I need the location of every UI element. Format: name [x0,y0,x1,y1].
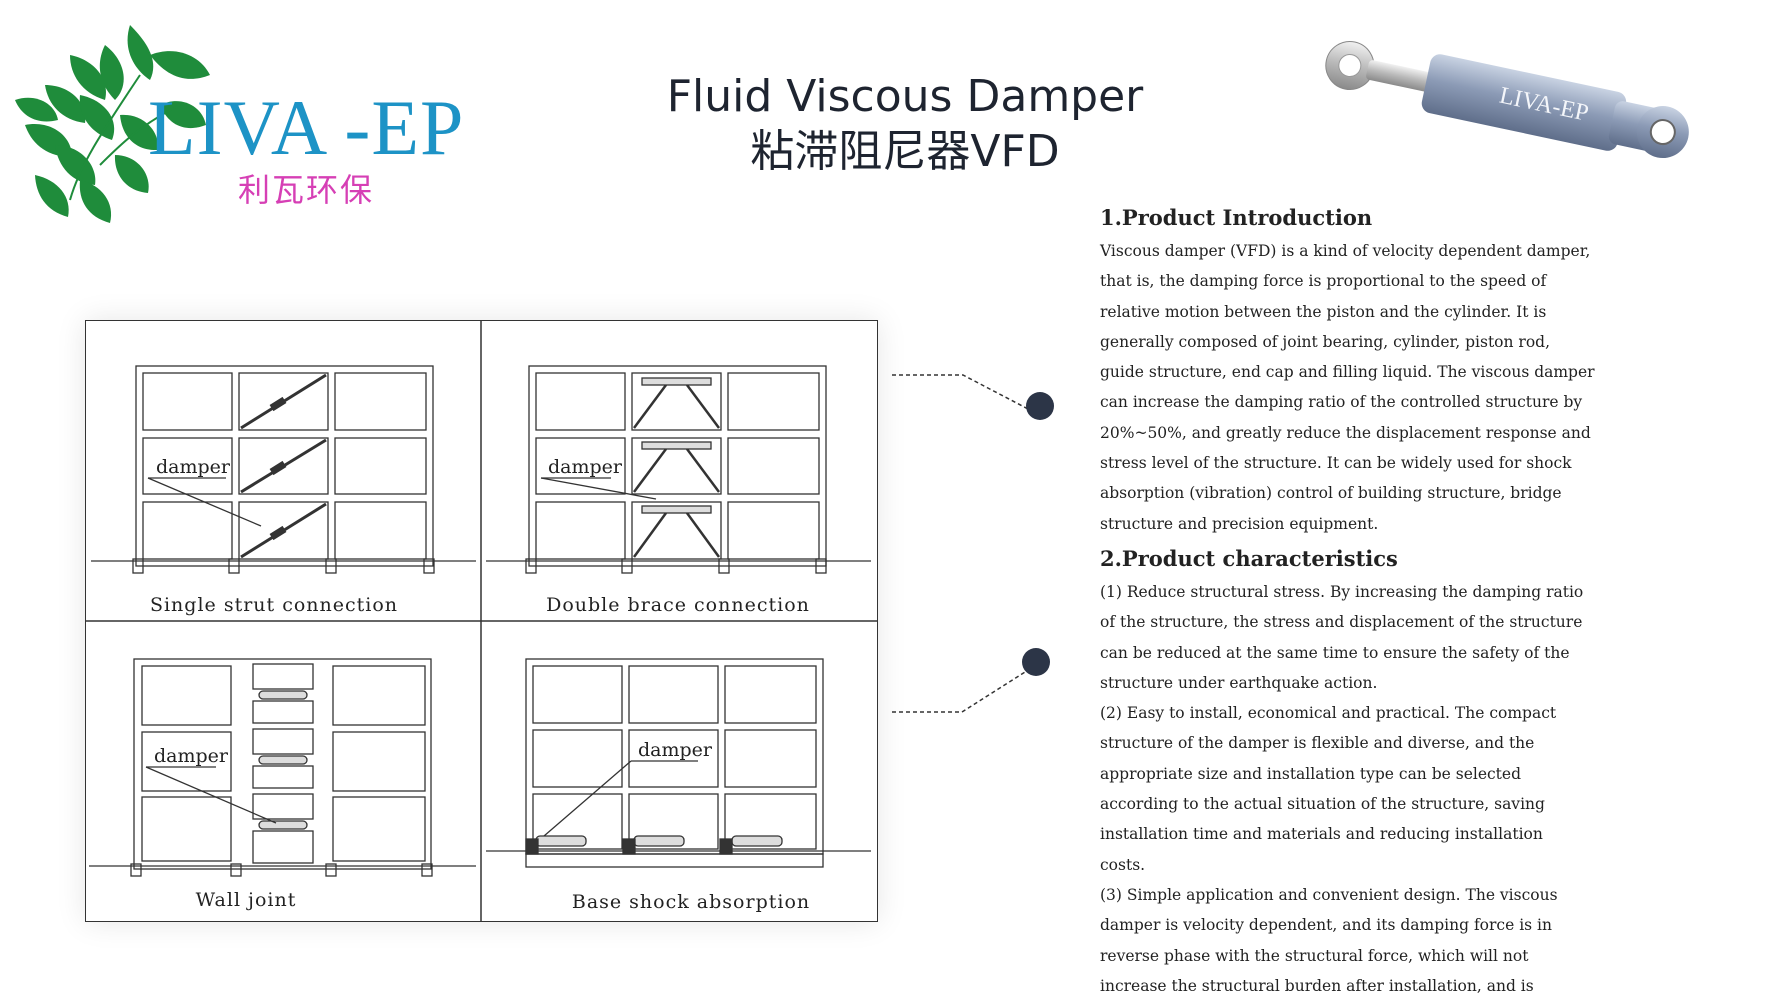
leaf-cluster-icon [15,25,210,223]
text-line: stress level of the structure. It can be… [1100,454,1572,473]
page-title: Fluid Viscous Damper 粘滞阻尼器VFD [560,70,1250,180]
title-english: Fluid Viscous Damper [666,71,1144,122]
text-line: that is, the damping force is proportion… [1100,272,1547,291]
damper-label: damper [154,745,229,767]
characteristics-paragraph: (1) Reduce structural stress. By increas… [1100,577,1660,1001]
text-line: structure under earthquake action. [1100,673,1378,692]
company-logo: LIVA -EP 利瓦环保 [10,15,480,230]
panel-wall-joint [89,658,476,877]
connector-line [892,671,1026,713]
viscous-damper-icon: LIVA-EP [1325,41,1689,159]
caption-base-shock: Base shock absorption [572,891,810,913]
characteristics-heading: 2.Product characteristics [1100,545,1398,571]
text-line: appropriate size and installation type c… [1100,764,1522,783]
logo-chinese-name: 利瓦环保 [238,171,375,209]
text-line: (2) Easy to install, economical and prac… [1100,704,1557,723]
text-line: installation time and materials and redu… [1100,825,1543,844]
intro-paragraph: Viscous damper (VFD) is a kind of veloci… [1100,236,1660,539]
text-line: absorption (vibration) control of buildi… [1100,484,1562,503]
text-line: (1) Reduce structural stress. By increas… [1100,582,1584,601]
text-line: 20%~50%, and greatly reduce the displace… [1100,423,1591,442]
description-column: 1.Product Introduction Viscous damper (V… [1100,200,1660,1001]
bullet-dot [1022,648,1050,676]
text-line: costs. [1100,855,1146,874]
logo-wordmark: LIVA -EP [148,84,465,171]
text-line: damper is velocity dependent, and its da… [1100,916,1552,935]
panel-base-shock [486,658,871,868]
caption-single-strut: Single strut connection [150,594,398,616]
text-line: guide structure, end cap and filling liq… [1100,363,1595,382]
panel-single-strut [91,365,476,574]
installation-diagram-svg: damper Single strut connection damper Do… [86,321,877,921]
bullet-dot [1026,392,1054,420]
callout-connectors [890,360,1070,740]
text-line: (3) Simple application and convenient de… [1100,885,1558,904]
damper-label: damper [156,456,231,478]
text-line: reverse phase with the structural force,… [1100,946,1529,965]
text-line: of the structure, the stress and displac… [1100,613,1583,632]
text-line: can be reduced at the same time to ensur… [1100,643,1570,662]
text-line: generally composed of joint bearing, cyl… [1100,332,1551,351]
text-line: structure of the damper is flexible and … [1100,734,1535,753]
text-line: structure and precision equipment. [1100,514,1379,533]
connector-line [892,374,1031,411]
installation-diagrams: damper Single strut connection damper Do… [85,320,878,922]
damper-product-image: LIVA-EP [1310,40,1710,200]
intro-heading: 1.Product Introduction [1100,205,1373,230]
caption-wall-joint: Wall joint [196,889,297,911]
text-line: according to the actual situation of the… [1100,795,1545,814]
text-line: Viscous damper (VFD) is a kind of veloci… [1100,242,1591,260]
damper-label: damper [638,739,713,761]
panel-double-brace [486,365,871,574]
text-line: increase the structural burden after ins… [1100,976,1534,995]
text-line: can increase the damping ratio of the co… [1100,393,1583,412]
damper-label: damper [548,456,623,478]
caption-double-brace: Double brace connection [546,594,810,616]
title-chinese: 粘滞阻尼器VFD [750,126,1060,177]
text-line: relative motion between the piston and t… [1100,302,1547,321]
